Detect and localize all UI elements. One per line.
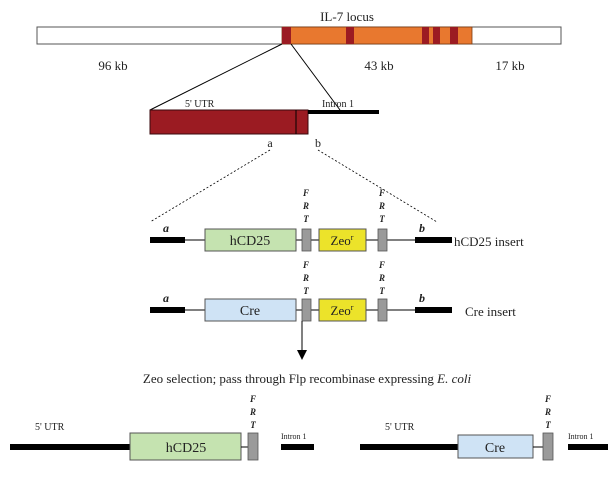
site-b-label: b	[315, 136, 321, 150]
size-right: 17 kb	[495, 58, 524, 73]
frt-box-1	[301, 298, 312, 322]
zoom-utr-label: 5' UTR	[185, 99, 215, 110]
frt-box-2	[377, 298, 388, 322]
product-intron-label: Intron 1	[568, 432, 594, 441]
frt-f: F	[378, 188, 385, 198]
product-hcd25-box	[129, 432, 242, 461]
product-frt-box	[542, 432, 554, 461]
product-utr-label: 5' UTR	[35, 422, 65, 433]
homology-line-b	[317, 149, 438, 223]
frt-box-1	[301, 228, 312, 252]
frt-t: T	[379, 214, 385, 224]
exon-5	[450, 27, 458, 44]
frt-f: F	[302, 260, 309, 270]
product-utr-line	[360, 444, 458, 450]
product-cre-label: Cre	[485, 441, 505, 456]
frt-t: T	[250, 420, 256, 430]
exon1-zoom: 5' UTR Intron 1 a b	[149, 99, 379, 150]
frt-t: T	[303, 214, 309, 224]
frt-t: T	[379, 286, 385, 296]
locus-title: IL-7 locus	[320, 9, 374, 24]
exon-2	[346, 27, 354, 44]
exon1-block	[149, 109, 309, 135]
arm-a	[150, 237, 185, 243]
zoom-line-right	[290, 43, 341, 111]
exon-4	[433, 27, 440, 44]
il7-locus: IL-7 locus 96 kb 43 kb 17 kb	[36, 9, 562, 73]
zeo-label: Zeor	[331, 303, 354, 318]
hcd25-insert: a b hCD25 F R T Zeor F R T hCD25 insert	[150, 188, 524, 252]
end-a-label: a	[163, 221, 169, 235]
frt-r: R	[302, 273, 309, 283]
arrow-head	[297, 350, 307, 360]
exon-3	[422, 27, 429, 44]
size-left: 96 kb	[98, 58, 127, 73]
product-intron-label: Intron 1	[281, 432, 307, 441]
zeo-box	[318, 228, 367, 252]
zeo-box	[318, 298, 367, 322]
frt-r: R	[544, 407, 551, 417]
frt-t: T	[303, 286, 309, 296]
zoom-line-left	[149, 43, 283, 111]
product-cre: 5' UTR Cre F R T Intron 1	[360, 394, 608, 461]
product-hcd25: 5' UTR hCD25 F R T Intron 1	[10, 394, 314, 461]
product-intron-line	[568, 444, 608, 450]
product-frt-box	[247, 432, 259, 461]
end-b-label: b	[419, 221, 425, 235]
homology-line-a	[149, 149, 271, 223]
frt-box-2	[377, 228, 388, 252]
cre-insert-caption: Cre insert	[465, 304, 516, 319]
frt-r: R	[249, 407, 256, 417]
zoom-intron-label: Intron 1	[322, 99, 354, 110]
hcd25-box	[204, 228, 297, 252]
product-hcd25-label: hCD25	[166, 441, 206, 456]
end-b-label: b	[419, 291, 425, 305]
frt-r: R	[378, 273, 385, 283]
frt-f: F	[249, 394, 256, 404]
intron1-line	[308, 110, 379, 114]
arm-b	[415, 307, 452, 313]
size-middle: 43 kb	[364, 58, 393, 73]
frt-r: R	[302, 201, 309, 211]
selection-caption: Zeo selection; pass through Flp recombin…	[143, 371, 472, 386]
product-intron-line	[281, 444, 314, 450]
arm-a	[150, 307, 185, 313]
frt-r: R	[378, 201, 385, 211]
site-a-label: a	[267, 136, 273, 150]
zeo-label: Zeor	[331, 233, 354, 248]
arm-b	[415, 237, 452, 243]
locus-orange-region	[281, 26, 473, 45]
hcd25-insert-caption: hCD25 insert	[454, 234, 524, 249]
frt-f: F	[302, 188, 309, 198]
cre-box	[204, 298, 297, 322]
frt-f: F	[378, 260, 385, 270]
exon-1	[282, 27, 291, 44]
cre-label: Cre	[240, 304, 260, 319]
selection-arrow	[297, 321, 307, 360]
cre-insert: a b Cre F R T Zeor F R T Cre insert	[150, 260, 516, 322]
end-a-label: a	[163, 291, 169, 305]
product-utr-line	[10, 444, 130, 450]
frt-f: F	[544, 394, 551, 404]
hcd25-label: hCD25	[230, 234, 270, 249]
product-utr-label: 5' UTR	[385, 422, 415, 433]
frt-t: T	[545, 420, 551, 430]
